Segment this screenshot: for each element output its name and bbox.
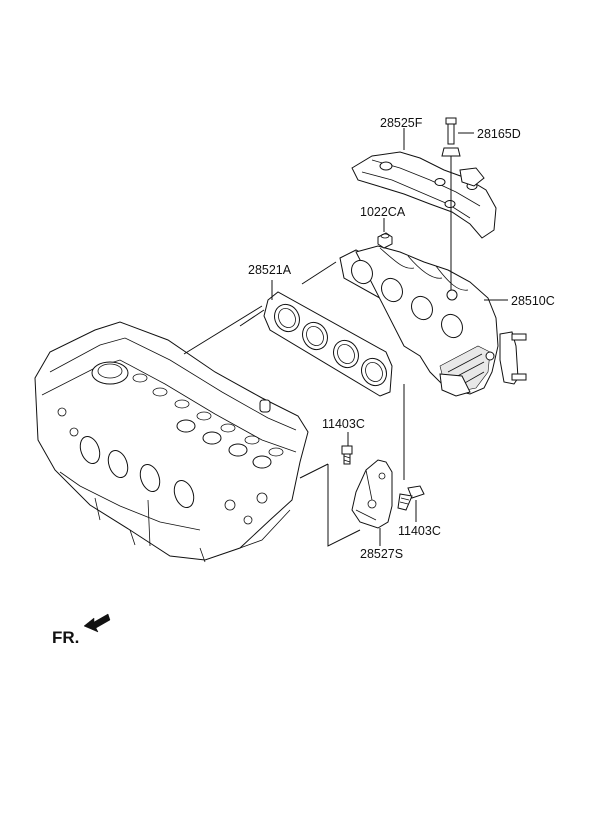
label-28521A: 28521A (248, 263, 292, 277)
heat-protector (351, 151, 497, 239)
exhaust-manifold (339, 245, 527, 397)
manifold-nut (377, 232, 393, 249)
label-11403C-left: 11403C (322, 417, 365, 431)
label-28525F: 28525F (380, 116, 423, 130)
heat-protector-bolt (441, 117, 461, 157)
label-28510C: 28510C (511, 294, 555, 308)
part-labels: 28525F 28165D 1022CA 28521A 28510C 11403… (248, 116, 555, 561)
cylinder-head-illustration (34, 321, 309, 563)
front-label: FR. (52, 628, 79, 647)
bracket-bolt-right (397, 485, 425, 511)
label-1022CA: 1022CA (360, 205, 406, 219)
front-indicator: FR. (52, 613, 111, 647)
bracket-bolt-left (341, 445, 353, 465)
manifold-bracket (351, 459, 393, 529)
leader-lines (183, 128, 508, 547)
label-11403C-right: 11403C (398, 524, 441, 538)
label-28527S: 28527S (360, 547, 403, 561)
exhaust-manifold-gasket (263, 291, 393, 397)
label-28165D: 28165D (477, 127, 521, 141)
front-arrow-icon (83, 613, 111, 633)
